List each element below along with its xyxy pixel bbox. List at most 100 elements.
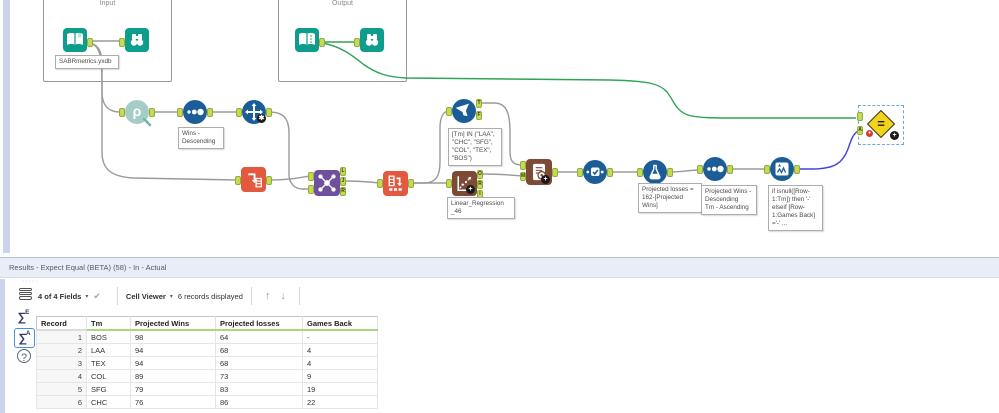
multirow-in-anchor[interactable]: [764, 165, 770, 174]
annotation-formula[interactable]: Projected losses = 162-[Projected Wins]: [638, 183, 702, 214]
select-out-anchor[interactable]: [607, 168, 613, 177]
formula-out-anchor[interactable]: [667, 168, 673, 177]
column-header-projected-losses[interactable]: Projected losses: [215, 316, 303, 331]
transpose-in-anchor[interactable]: [235, 176, 241, 185]
pearson-out-anchor[interactable]: [149, 108, 155, 117]
annotation-sort1[interactable]: Wins - Descending: [178, 127, 224, 150]
data-cell[interactable]: 68: [215, 356, 303, 370]
data-cell[interactable]: 94: [130, 356, 216, 370]
data-cell[interactable]: CHC: [86, 395, 131, 409]
score-model-in-anchor[interactable]: M: [520, 172, 526, 181]
data-cell[interactable]: 79: [130, 382, 216, 396]
data-cell[interactable]: 76: [130, 395, 216, 409]
crosstab-tool[interactable]: [383, 171, 408, 196]
join-in-left-anchor[interactable]: [308, 172, 314, 181]
filter-tool[interactable]: [452, 99, 476, 123]
actual-data-tab[interactable]: ∑A: [14, 328, 35, 348]
expect-equal-expected-anchor[interactable]: [857, 112, 863, 121]
arrow-up-button[interactable]: ↑: [264, 290, 271, 302]
select-in-anchor[interactable]: [577, 168, 583, 177]
check-icon[interactable]: ✔: [93, 290, 101, 301]
crosstab-in-anchor[interactable]: [377, 179, 383, 188]
arrows-in-anchor[interactable]: [236, 108, 242, 117]
data-cell[interactable]: 94: [130, 343, 216, 357]
data-cell[interactable]: 73: [215, 369, 303, 383]
formula-tool[interactable]: [643, 160, 667, 184]
data-cell[interactable]: 22: [302, 395, 378, 409]
column-header-games-back[interactable]: Games Back: [302, 316, 378, 331]
regression-out-r-anchor[interactable]: R: [477, 180, 483, 189]
input-data-tool[interactable]: [63, 28, 87, 52]
data-cell[interactable]: 68: [215, 343, 303, 357]
data-cell[interactable]: 9: [302, 369, 378, 383]
filter-true-anchor[interactable]: T: [476, 99, 482, 108]
sort2-out-anchor[interactable]: [727, 165, 733, 174]
data-cell[interactable]: 4: [302, 343, 378, 357]
data-cell[interactable]: 89: [130, 369, 216, 383]
column-header-record[interactable]: Record: [36, 316, 87, 331]
data-cell[interactable]: 98: [130, 329, 216, 344]
cell-viewer-dropdown[interactable]: Cell Viewer: [125, 291, 166, 301]
annotation-linear-regression[interactable]: Linear_Regression _46: [447, 197, 515, 220]
pearson-correlation-tool[interactable]: ρ: [125, 100, 152, 127]
record-number-cell[interactable]: 5: [36, 382, 87, 396]
data-cell[interactable]: 19: [302, 382, 378, 396]
sort-tool-1[interactable]: [183, 100, 207, 124]
expect-equal-tool[interactable]: =: [866, 109, 896, 139]
annotation-input-file[interactable]: SABRmetrics.yxdb: [55, 55, 119, 70]
fields-dropdown[interactable]: 4 of 4 Fields: [38, 291, 82, 301]
data-cell[interactable]: COL: [86, 369, 131, 383]
sort1-out-anchor[interactable]: [207, 108, 213, 117]
column-header-projected-wins[interactable]: Projected Wins: [130, 316, 216, 331]
browse-input-in-anchor[interactable]: [119, 38, 125, 47]
results-panel-header[interactable]: Results - Expect Equal (BETA) (58) - In …: [0, 257, 999, 278]
filter-in-anchor[interactable]: [446, 107, 452, 116]
data-cell[interactable]: 83: [215, 382, 303, 396]
pearson-in-anchor[interactable]: [119, 108, 125, 117]
join-out-l-anchor[interactable]: L: [340, 167, 346, 176]
transpose-out-anchor[interactable]: [266, 176, 272, 185]
record-number-cell[interactable]: 4: [36, 369, 87, 383]
data-cell[interactable]: SFG: [86, 382, 131, 396]
data-cell[interactable]: BOS: [86, 329, 131, 344]
data-cell[interactable]: TEX: [86, 356, 131, 370]
arrow-down-button[interactable]: ↓: [280, 290, 286, 302]
transpose-tool[interactable]: [241, 167, 266, 192]
input-data-out-anchor[interactable]: [87, 38, 93, 47]
join-out-j-anchor[interactable]: J: [340, 177, 346, 186]
formula-in-anchor[interactable]: [637, 168, 643, 177]
expect-equal-actual-anchor[interactable]: A: [857, 126, 863, 135]
score-data-in-anchor[interactable]: [520, 161, 526, 170]
select-tool[interactable]: [583, 160, 607, 184]
record-number-cell[interactable]: 2: [36, 343, 87, 357]
caret-down-icon[interactable]: ▾: [85, 293, 89, 300]
panel-drag-handle[interactable]: ·····: [22, 278, 39, 285]
multi-row-formula-tool[interactable]: [770, 157, 794, 181]
annotation-sort2[interactable]: Projected Wins - Descending Tm - Ascendi…: [701, 185, 757, 216]
join-out-r-anchor[interactable]: R: [340, 187, 346, 196]
join-tool[interactable]: [314, 170, 340, 196]
data-cell[interactable]: 64: [215, 329, 303, 344]
sort2-in-anchor[interactable]: [697, 165, 703, 174]
join-in-right-anchor[interactable]: [308, 185, 314, 194]
arrows-out-anchor[interactable]: [266, 108, 272, 117]
filter-false-anchor[interactable]: F: [476, 111, 482, 120]
regression-out-o-anchor[interactable]: O: [477, 170, 483, 179]
record-number-cell[interactable]: 1: [36, 329, 87, 344]
caret-down-icon[interactable]: ▾: [169, 293, 173, 300]
table-view-button[interactable]: [16, 287, 35, 305]
workflow-canvas[interactable]: Input Output: [0, 0, 999, 257]
panel-vertical-scrollbar[interactable]: [0, 279, 5, 413]
browse-tool-input[interactable]: [125, 28, 149, 52]
annotation-multirow[interactable]: if isnull([Row- 1:Tm]) then '-' elseif […: [768, 185, 823, 232]
canvas-vertical-scrollbar[interactable]: [3, 0, 10, 253]
score-out-anchor[interactable]: [552, 168, 558, 177]
data-cell[interactable]: 86: [215, 395, 303, 409]
sort-tool-2[interactable]: [703, 157, 727, 181]
annotation-filter[interactable]: [Tm] IN ("LAA", "CHC", "SFG", "COL", "TE…: [448, 128, 502, 167]
browse-tool-output[interactable]: [360, 28, 384, 52]
data-cell[interactable]: 4: [302, 356, 378, 370]
data-cell[interactable]: LAA: [86, 343, 131, 357]
record-number-cell[interactable]: 3: [36, 356, 87, 370]
crosstab-out-anchor[interactable]: [408, 179, 414, 188]
